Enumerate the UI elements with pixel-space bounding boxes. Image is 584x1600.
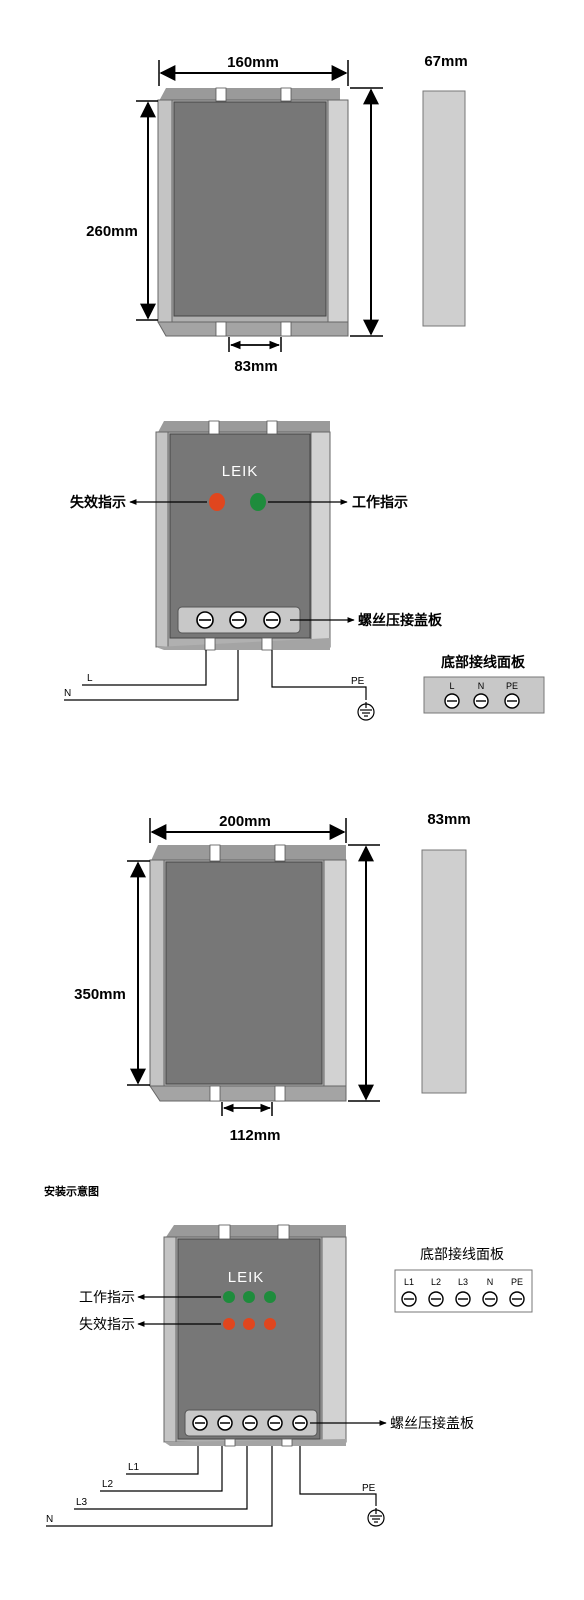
screw-terminals <box>192 1415 308 1431</box>
work-indicator-label: 工作指示 <box>79 1290 135 1306</box>
side-view <box>422 90 466 327</box>
work-indicator-label: 工作指示 <box>352 494 408 511</box>
width-label: 200mm <box>219 813 271 830</box>
enclosure-body <box>169 433 311 639</box>
terminal-label: L2 <box>431 1277 441 1287</box>
terminal-label: PE <box>506 681 518 691</box>
ground-icon <box>367 1508 385 1527</box>
width-label: 160mm <box>227 54 279 71</box>
brand-logo: LEIK <box>222 463 259 480</box>
enclosure-front <box>165 861 323 1085</box>
side-view <box>421 849 467 1094</box>
screw-cover-label: 螺丝压接盖板 <box>390 1415 474 1432</box>
brand-logo: LEIK <box>228 1269 265 1286</box>
wires <box>64 650 367 701</box>
dimension-diagram-small: 160mm 260mm 67mm 83mm <box>86 53 468 375</box>
wiring-diagram-three-phase: 安装示意图 LEIK 工作指示 失效指示 <box>44 1184 533 1527</box>
mount-label: 112mm <box>230 1127 281 1144</box>
bottom-panel-title: 底部接线面板 <box>420 1246 504 1263</box>
fault-indicator-label: 失效指示 <box>70 494 126 511</box>
wire-l3-label: L3 <box>76 1497 88 1508</box>
ground-icon <box>357 702 375 721</box>
terminal-label: L <box>449 681 454 691</box>
wire-n-label: N <box>46 1514 53 1525</box>
wiring-diagram-single-phase: LEIK 失效指示 工作指示 螺丝压接盖板 L N PE <box>64 420 545 721</box>
fault-indicator-label: 失效指示 <box>79 1317 135 1333</box>
enclosure-body <box>177 1238 321 1440</box>
wire-pe-label: PE <box>351 676 365 687</box>
screw-terminals <box>196 611 281 629</box>
screw-cover-label: 螺丝压接盖板 <box>358 612 443 629</box>
wire-l1-label: L1 <box>128 1462 140 1473</box>
mount-label: 83mm <box>234 358 277 375</box>
panel-terminals <box>444 693 520 709</box>
bottom-panel-title: 底部接线面板 <box>441 654 526 671</box>
panel-terminals <box>401 1291 525 1307</box>
terminal-label: L3 <box>458 1277 468 1287</box>
depth-label: 67mm <box>424 53 467 70</box>
work-leds <box>223 1291 276 1303</box>
section-title: 安装示意图 <box>44 1184 99 1198</box>
wire-pe-label: PE <box>362 1483 376 1494</box>
dimension-diagram-large: 200mm 350mm 83mm 112mm <box>74 811 471 1144</box>
terminal-label: N <box>487 1277 494 1287</box>
terminal-label: PE <box>511 1277 523 1287</box>
terminal-label: L1 <box>404 1277 414 1287</box>
enclosure-front <box>157 87 349 337</box>
wire-l2-label: L2 <box>102 1479 114 1490</box>
depth-label: 83mm <box>427 811 470 828</box>
terminal-label: N <box>478 681 485 691</box>
work-led <box>250 493 266 511</box>
wire-l-label: L <box>87 673 93 684</box>
wires <box>46 1446 377 1527</box>
wire-n-label: N <box>64 688 71 699</box>
height-label: 260mm <box>86 223 138 240</box>
fault-led <box>209 493 225 511</box>
height-label: 350mm <box>74 986 126 1003</box>
fault-leds <box>223 1318 276 1330</box>
